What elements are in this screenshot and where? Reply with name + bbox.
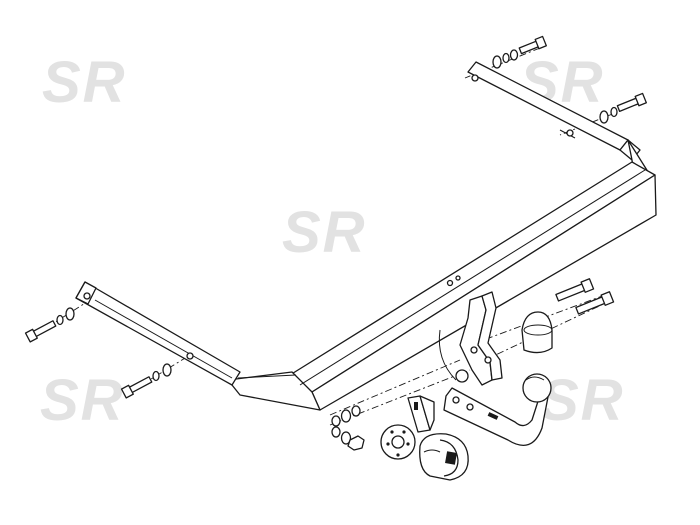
bolt-set-left [24, 307, 75, 343]
washer-icon [340, 431, 352, 445]
bolt-set-top [492, 35, 547, 69]
bolt-icon [555, 278, 595, 302]
nut-icon [502, 52, 510, 64]
watermark-bottom-left: SR [40, 368, 125, 433]
bolt-set-left-lower [120, 363, 172, 399]
nut-icon [351, 405, 361, 417]
nut-icon [610, 106, 618, 118]
washer-icon [599, 110, 609, 124]
washer-icon [509, 49, 519, 61]
nut-icon [331, 415, 341, 427]
ball-cover [521, 311, 553, 354]
washer-icon [492, 55, 502, 69]
bracket-bolts [555, 278, 615, 315]
bolt-icon [518, 35, 547, 55]
nut-icon [56, 314, 64, 326]
washer-icon [65, 307, 75, 321]
left-mounting-arm [75, 275, 461, 386]
fastener-stack-lower [331, 405, 365, 451]
tow-ball [522, 373, 552, 403]
watermark-center: SR [282, 200, 367, 265]
washer-icon [340, 409, 352, 423]
bolt-icon [575, 291, 615, 315]
nut-icon [331, 426, 341, 438]
bolt-icon [616, 92, 647, 112]
socket-bracket [380, 395, 435, 460]
electrical-socket [419, 433, 469, 481]
watermark-bottom-right: SR [540, 368, 625, 433]
bolt-set-top-right [599, 92, 647, 124]
main-crossbar [227, 161, 657, 411]
watermark-top-left: SR [42, 50, 127, 115]
nut-icon [152, 370, 160, 382]
bolt-icon [24, 320, 57, 343]
tow-ball-neck [443, 373, 552, 446]
center-bracket [438, 291, 503, 386]
bolt-icon [120, 376, 153, 399]
nut-icon [347, 435, 365, 451]
watermark-layer: SR SR SR SR SR [40, 50, 625, 433]
washer-icon [162, 363, 172, 377]
